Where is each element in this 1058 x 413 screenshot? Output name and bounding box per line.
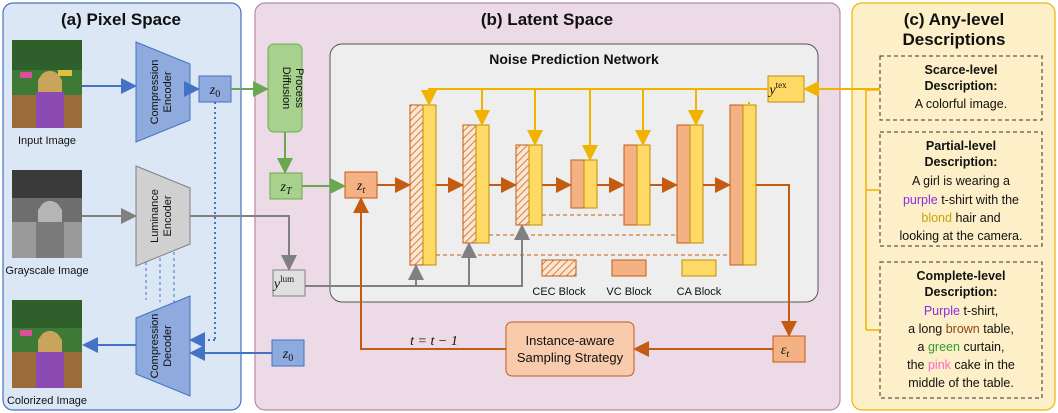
epsilon-box: εt [772,335,806,363]
svg-text:a green curtain,: a green curtain, [918,340,1005,354]
input-image [12,40,82,128]
latent-space-title: (b) Latent Space [481,10,613,29]
grayscale-image [12,170,82,258]
compression-decoder: Compression Decoder [135,295,191,397]
svg-text:Complete-level: Complete-level [917,269,1006,283]
legend-ca: CA Block [677,286,722,298]
svg-text:Luminance: Luminance [149,189,161,243]
svg-text:εt: εt [781,343,790,360]
colorized-image-caption: Colorized Image [7,395,87,407]
network-title: Noise Prediction Network [489,51,659,67]
svg-text:Compression: Compression [149,314,161,379]
block-legend: CEC Block VC Block CA Block [532,259,722,298]
compression-encoder: Compression Encoder [135,41,191,143]
partial-description: Partial-level Description: A girl is wea… [879,131,1043,247]
svg-text:Compression: Compression [149,60,161,125]
z0-pixel-box: z0 [198,75,232,103]
svg-text:zt: zt [356,179,365,196]
svg-text:Scarce-level: Scarce-level [925,63,998,77]
sampling-strategy-box: Instance-aware Sampling Strategy [505,321,635,377]
svg-text:Process: Process [293,68,305,108]
pixel-space-panel: (a) Pixel Space Input Image Grayscale Im… [2,2,242,411]
y-lum-box: ylum [272,269,306,297]
svg-text:Description:: Description: [925,155,998,169]
grayscale-image-caption: Grayscale Image [5,265,88,277]
complete-description: Complete-level Description: Purple t-shi… [879,261,1043,399]
svg-text:Encoder: Encoder [162,195,174,236]
zT-box: zT [269,172,303,200]
svg-text:A colorful image.: A colorful image. [915,97,1007,111]
legend-vc: VC Block [606,286,652,298]
svg-text:Decoder: Decoder [162,325,174,367]
y-tex-box: ytex [767,75,805,103]
svg-text:blond hair and: blond hair and [921,211,1000,225]
luminance-encoder: Luminance Encoder [135,165,191,267]
svg-text:middle of the table.: middle of the table. [908,376,1014,390]
svg-text:Partial-level: Partial-level [926,139,996,153]
update-rule-label: t = t − 1 [410,334,458,349]
svg-text:purple t-shirt with the: purple t-shirt with the [903,193,1019,207]
colorized-image [12,300,82,388]
z0-latent-box: z0 [271,339,305,367]
descriptions-title-2: Descriptions [903,30,1006,49]
descriptions-panel: (c) Any-level Descriptions Scarce-level … [851,2,1056,411]
svg-text:Encoder: Encoder [162,71,174,112]
descriptions-title-1: (c) Any-level [904,10,1004,29]
svg-text:A girl is wearing a: A girl is wearing a [912,174,1010,188]
input-image-caption: Input Image [18,135,76,147]
svg-text:Purple t-shirt,: Purple t-shirt, [924,304,998,318]
svg-text:Instance-aware: Instance-aware [526,333,615,348]
legend-cec: CEC Block [532,286,586,298]
zt-box: zt [344,171,378,199]
svg-text:the pink cake in the: the pink cake in the [907,358,1015,372]
svg-text:z0: z0 [282,347,293,364]
svg-text:Sampling Strategy: Sampling Strategy [517,350,624,365]
svg-text:a long brown table,: a long brown table, [908,322,1014,336]
svg-text:looking at the camera.: looking at the camera. [900,229,1023,243]
latent-space-panel: (b) Latent Space Noise Prediction Networ… [254,2,841,411]
svg-text:Description:: Description: [925,79,998,93]
diffusion-process-box: Diffusion Process [267,43,305,133]
scarce-description: Scarce-level Description: A colorful ima… [879,55,1043,121]
arrows [82,78,880,361]
svg-text:Diffusion: Diffusion [280,67,292,110]
svg-text:Description:: Description: [925,285,998,299]
pixel-space-title: (a) Pixel Space [61,10,181,29]
svg-text:z0: z0 [209,83,220,100]
